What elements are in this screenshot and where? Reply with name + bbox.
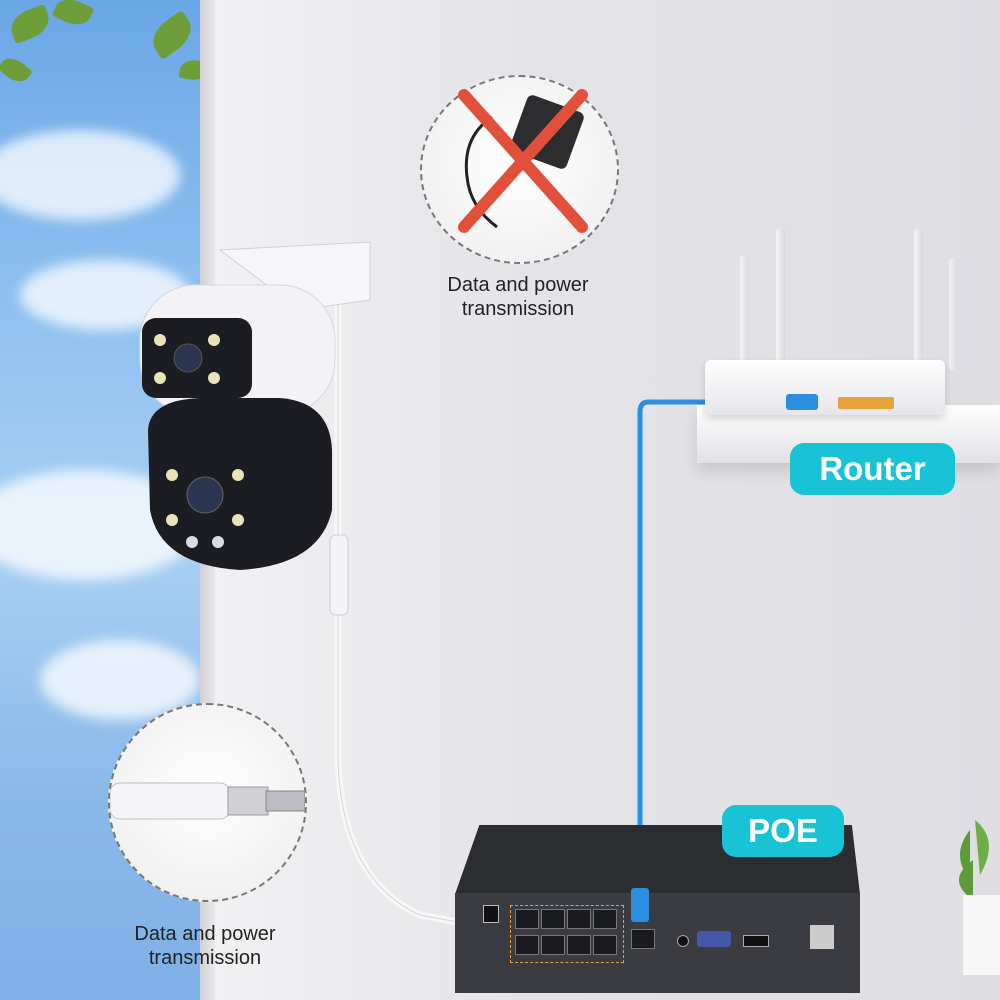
router-antenna <box>776 228 785 368</box>
router-antenna <box>914 228 923 368</box>
ethernet-connector-icon <box>109 782 306 820</box>
bottom-caption: Data and power transmission <box>85 922 325 970</box>
nvr-rj45-plug <box>631 888 649 922</box>
ptz-camera <box>139 241 371 570</box>
cable-coupler <box>329 534 349 616</box>
router-rj45-plug <box>786 394 818 410</box>
audio-port <box>677 935 689 947</box>
plant-decoration <box>959 820 1000 975</box>
router-ports <box>838 397 894 409</box>
poe-badge: POE <box>722 805 844 857</box>
router-badge: Router <box>790 443 955 495</box>
usb-ports <box>810 925 834 949</box>
top-caption: Data and power transmission <box>398 273 638 321</box>
top-caption-line2: transmission <box>461 298 575 320</box>
poe-port-group <box>510 905 624 963</box>
power-adapter-crossed-icon <box>458 89 588 233</box>
router <box>705 360 945 415</box>
adapter-bubble <box>420 75 619 264</box>
bottom-caption-line1: Data and power <box>134 923 276 945</box>
bottom-caption-line2: transmission <box>148 947 262 969</box>
power-switch <box>483 905 499 923</box>
router-antenna <box>949 258 958 370</box>
lan-port <box>631 929 655 949</box>
connector-bubble <box>108 703 307 902</box>
router-antenna <box>740 255 749 370</box>
vga-port <box>697 931 731 947</box>
blue-ethernet-cable <box>637 399 793 908</box>
poe-nvr-back-panel <box>455 893 860 993</box>
top-caption-line1: Data and power <box>447 274 589 296</box>
hdmi-port <box>743 935 769 947</box>
